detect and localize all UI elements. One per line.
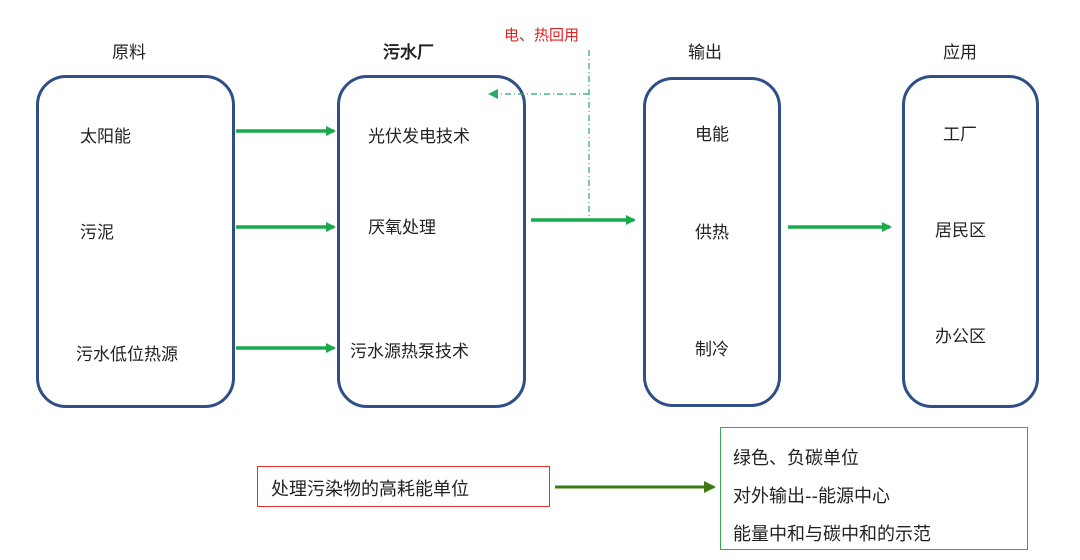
plant-item-heat-pump: 污水源热泵技术 [350, 342, 469, 362]
plant-item-pv: 光伏发电技术 [368, 127, 470, 147]
output-header: 输出 [688, 43, 722, 63]
output-box [643, 77, 781, 407]
before-box [257, 466, 550, 507]
application-header: 应用 [943, 43, 977, 63]
raw-item-solar: 太阳能 [80, 127, 131, 147]
plant-item-anaerobic: 厌氧处理 [368, 218, 436, 238]
before-label: 处理污染物的高耗能单位 [271, 479, 469, 500]
after-line-3: 能量中和与碳中和的示范 [733, 524, 931, 545]
output-item-cooling: 制冷 [695, 340, 729, 360]
output-item-electricity: 电能 [695, 125, 729, 145]
raw-materials-box [36, 75, 235, 408]
plant-box [337, 75, 526, 408]
application-item-office: 办公区 [935, 327, 986, 347]
after-box [720, 427, 1028, 550]
application-item-factory: 工厂 [943, 125, 977, 145]
application-box [902, 75, 1039, 408]
after-line-2: 对外输出--能源中心 [733, 486, 890, 507]
output-item-heating: 供热 [695, 223, 729, 243]
raw-item-sludge: 污泥 [80, 223, 114, 243]
raw-item-low-heat: 污水低位热源 [76, 345, 178, 365]
raw-materials-header: 原料 [112, 43, 146, 63]
after-line-1: 绿色、负碳单位 [733, 448, 859, 469]
application-item-residential: 居民区 [935, 221, 986, 241]
plant-header: 污水厂 [383, 43, 434, 63]
feedback-note: 电、热回用 [504, 26, 580, 44]
